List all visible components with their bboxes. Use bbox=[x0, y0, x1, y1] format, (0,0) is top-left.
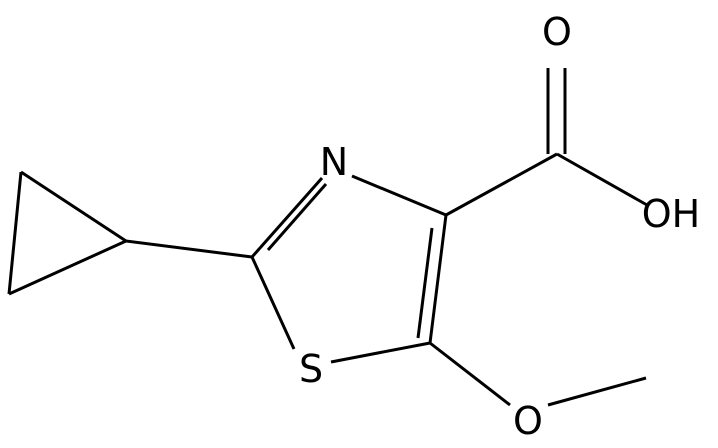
bond-c4-c5 bbox=[428, 214, 448, 344]
bond-cyclopropyl-3 bbox=[7, 171, 23, 295]
bond-c5-oxygen bbox=[429, 341, 511, 407]
carbonyl-oxygen-label: O bbox=[542, 10, 572, 54]
bond-n3-c4 bbox=[351, 174, 447, 217]
bond-cyclopropyl-1 bbox=[20, 170, 127, 243]
sulfur-label: S bbox=[299, 347, 323, 391]
bond-c4-carboxyl bbox=[445, 152, 558, 217]
bond-c4-c5-inner bbox=[416, 227, 434, 339]
bond-cyclopropyl-2 bbox=[8, 239, 127, 296]
hydroxyl-label: OH bbox=[642, 192, 700, 236]
bond-oxygen-methyl bbox=[547, 376, 647, 407]
bond-c2-n3-inner bbox=[266, 183, 328, 251]
ether-oxygen-label: O bbox=[513, 399, 543, 443]
bond-c5-s1 bbox=[330, 341, 431, 364]
bond-c2-n3 bbox=[250, 177, 324, 258]
bond-carboxyl-oh bbox=[556, 152, 648, 207]
bond-s1-c2 bbox=[250, 256, 296, 350]
bond-cyclopropyl-c2 bbox=[125, 239, 253, 259]
nitrogen-label: N bbox=[320, 140, 348, 184]
